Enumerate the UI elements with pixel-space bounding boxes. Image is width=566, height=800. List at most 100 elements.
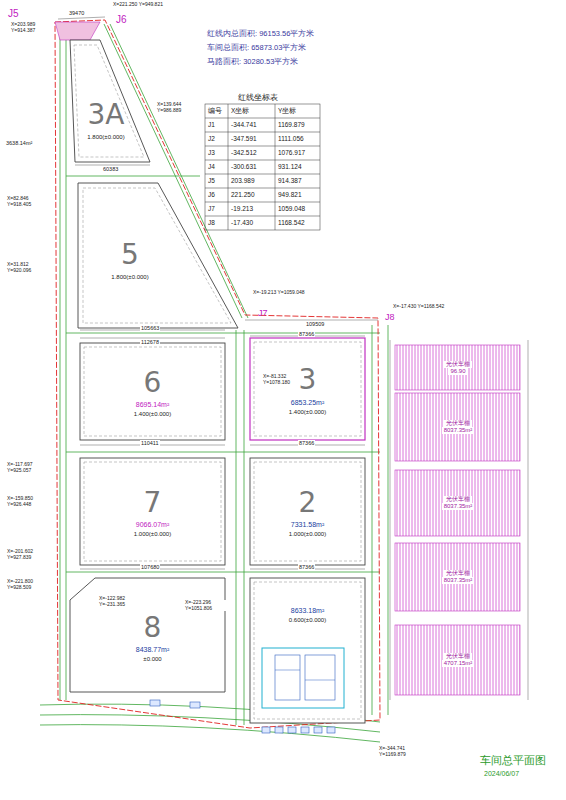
- table-cell: 203.989: [231, 177, 255, 184]
- building-number: 8: [144, 612, 162, 644]
- corner-point-label: J7: [258, 309, 268, 319]
- coordinate-label: X=139.644 Y=986.889: [156, 102, 198, 113]
- elevation-label: 1.400(±0.000): [134, 411, 171, 418]
- dimension-label: 109509: [305, 321, 325, 327]
- coordinate-label: X=-17.430 Y=1168.542: [392, 304, 445, 310]
- table-cell: 1059.048: [278, 205, 305, 212]
- elevation-label: 1.000(±0.000): [134, 531, 171, 538]
- area-label: 6853.25m²: [291, 399, 324, 407]
- table-cell: J5: [208, 177, 215, 184]
- table-cell: J8: [208, 219, 215, 226]
- coordinate-label: X=-221.800 Y=928.509: [6, 579, 56, 590]
- table-cell: J4: [208, 163, 215, 170]
- carport-area: 光伏车棚8037.35m²: [420, 410, 496, 444]
- dimension-label: 110411: [140, 440, 160, 446]
- building-number: 7: [144, 487, 162, 519]
- table-cell: J6: [208, 191, 215, 198]
- elevation-label: 1.800(±0.000): [111, 274, 148, 281]
- building-block: 8633.18m² 0.600(±0.000): [255, 585, 360, 643]
- area-label: 8037.35m²: [442, 577, 475, 584]
- dimension-label: 112678: [140, 339, 160, 345]
- coordinate-label: X=-159.850 Y=926.448: [6, 496, 56, 507]
- table-cell: -344.741: [231, 121, 257, 128]
- dimension-label: 39470: [68, 10, 85, 16]
- area-label: 8633.18m²: [291, 607, 324, 615]
- table-cell: -342.512: [231, 149, 257, 156]
- elevation-label: ±0.000: [143, 656, 161, 663]
- area-label: 光伏车棚: [444, 420, 472, 427]
- elevation-label: 1.000(±0.000): [289, 531, 326, 538]
- building-block: 5 1.800(±0.000): [88, 215, 172, 305]
- building-block: 7 9066.07m² 1.000(±0.000): [85, 465, 220, 560]
- table-cell: 编号: [208, 107, 222, 114]
- table-cell: 1168.542: [278, 219, 305, 226]
- building-number: 6: [144, 367, 162, 399]
- coordinate-label: X=203.989 Y=914.387: [10, 22, 52, 33]
- table-cell: 1111.056: [278, 135, 304, 142]
- table-cell: J7: [208, 205, 215, 212]
- table-cell: Y坐标: [278, 107, 296, 114]
- area-label: 4707.15m²: [442, 660, 475, 667]
- building-number: 5: [121, 239, 139, 271]
- corner-point-label: J8: [385, 313, 395, 323]
- area-label: 7331.58m²: [291, 521, 324, 529]
- table-cell: 914.387: [278, 177, 302, 184]
- coordinate-label: X=31.812 Y=920.096: [6, 262, 48, 273]
- table-cell: 949.821: [278, 191, 302, 198]
- area-label: 96.90: [448, 368, 467, 375]
- dimension-label: 3638.14m²: [5, 140, 33, 146]
- elevation-label: 1.800(±0.000): [87, 134, 124, 141]
- dimension-label: 87366: [298, 564, 315, 570]
- area-label: 8037.35m²: [442, 503, 475, 510]
- coordinate-label: X=-122.982 Y=-231.365: [98, 596, 142, 607]
- dimension-label: 87366: [298, 331, 315, 337]
- dimension-label: 60383: [102, 166, 119, 172]
- coordinate-label: X=221.250 Y=949.821: [112, 2, 164, 8]
- elevation-label: 0.600(±0.000): [289, 617, 326, 624]
- drawing-title: 车间总平面图: [480, 754, 546, 766]
- table-cell: -347.591: [231, 135, 257, 142]
- coordinate-label: X=-223.296 Y=1051.806: [184, 600, 232, 611]
- building-number: 3A: [88, 99, 125, 131]
- summary-text: 马路面积: 30280.53平方米: [207, 58, 298, 66]
- table-cell: 931.124: [278, 163, 302, 170]
- table-cell: 221.250: [231, 191, 255, 198]
- dimension-label: 107680: [140, 564, 160, 570]
- summary-text: 红线坐标表: [238, 94, 278, 103]
- area-label: 9066.07m²: [136, 521, 169, 529]
- area-label: 8695.14m²: [136, 401, 169, 409]
- table-cell: J1: [208, 121, 215, 128]
- coordinate-label: X=-81.332 Y=1078.180: [262, 374, 304, 385]
- summary-text: 红线内总面积: 96153.56平方米: [207, 30, 314, 38]
- building-block: 6 8695.14m² 1.400(±0.000): [85, 350, 220, 435]
- area-label: 光伏车棚: [444, 653, 472, 660]
- table-cell: -19.213: [231, 205, 253, 212]
- building-block: 3A 1.800(±0.000): [80, 85, 132, 155]
- carport-area: 光伏车棚96.90: [420, 352, 496, 384]
- date-label: 2024/06/07: [484, 770, 519, 778]
- area-label: 8037.35m²: [442, 427, 475, 434]
- coordinate-label: X=-117.697 Y=925.057: [6, 462, 56, 473]
- area-label: 光伏车棚: [444, 361, 472, 368]
- table-cell: -17.430: [231, 219, 253, 226]
- carport-area: 光伏车棚4707.15m²: [420, 643, 496, 677]
- table-cell: -300.631: [231, 163, 257, 170]
- building-block: 36853.25m²1.400(±0.000): [255, 345, 360, 435]
- coordinate-label: X=82.846 Y=918.405: [6, 196, 48, 207]
- carport-area: 光伏车棚8037.35m²: [420, 486, 496, 520]
- elevation-label: 1.400(±0.000): [289, 409, 326, 416]
- dimension-label: 87366: [298, 440, 315, 446]
- table-cell: J3: [208, 149, 215, 156]
- table-cell: X坐标: [231, 107, 249, 114]
- coordinate-label: X=-201.602 Y=927.839: [6, 549, 56, 560]
- table-cell: 1169.879: [278, 121, 305, 128]
- dimension-label: 105663: [140, 325, 160, 331]
- table-cell: J2: [208, 135, 215, 142]
- corner-point-label: J6: [116, 14, 127, 25]
- building-block: 27331.58m²1.000(±0.000): [255, 465, 360, 560]
- coordinate-label: X=-344.741 Y=1169.879: [378, 746, 426, 757]
- area-label: 光伏车棚: [444, 570, 472, 577]
- area-label: 8438.77m²: [136, 646, 169, 654]
